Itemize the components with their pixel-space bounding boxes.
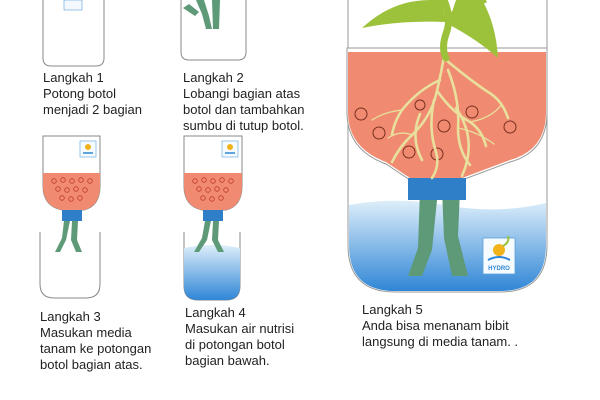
- step3-logo-icon: [79, 140, 97, 158]
- step3-caption: Langkah 3 Masukan media tanam ke potonga…: [40, 309, 151, 373]
- step5-illustration: HYDRO: [346, 0, 548, 293]
- step2-wick: [196, 0, 212, 29]
- step3-growing-media: [43, 173, 100, 210]
- step1-text-line: menjadi 2 bagian: [43, 102, 143, 117]
- step3-media-holes: [51, 177, 93, 202]
- step3-wick: [71, 221, 82, 252]
- step1-text-line: Potong botol: [43, 86, 117, 101]
- step2-text-line: sumbu di tutup botol.: [183, 118, 304, 133]
- step3-bottle-cap: [62, 210, 82, 221]
- step3-illustration: [39, 135, 101, 299]
- step5-wick: [442, 190, 468, 276]
- step4-media-holes: [192, 177, 234, 202]
- step2-caption: Langkah 2 Lobangi bagian atas botol dan …: [183, 70, 304, 134]
- step5-logo-text: HYDRO: [488, 266, 510, 272]
- step5-media-holes: [354, 99, 517, 161]
- step5-growing-media: [348, 52, 546, 178]
- step3-wick: [55, 221, 70, 252]
- step4-logo-icon: [221, 140, 239, 158]
- step5-title: Langkah 5: [362, 302, 423, 317]
- step1-caption: Langkah 1 Potong botol menjadi 2 bagian: [43, 70, 142, 118]
- step2-text-line: Lobangi bagian atas: [183, 86, 301, 101]
- step5-caption: Langkah 5 Anda bisa menanam bibit langsu…: [362, 302, 518, 350]
- step2-illustration: [180, 0, 247, 61]
- step5-plant-root-tips: [371, 103, 503, 145]
- step1-logo-icon: [63, 0, 83, 11]
- step5-plant-branch: [450, 0, 487, 17]
- step2-wick: [212, 0, 220, 29]
- step2-text-line: botol dan tambahkan: [183, 102, 305, 117]
- step2-bottle-part: [180, 0, 247, 61]
- step4-wick: [194, 221, 211, 252]
- step4-text-line: bagian bawah.: [185, 353, 270, 368]
- step4-wick: [212, 221, 224, 252]
- step3-title: Langkah 3: [40, 309, 101, 324]
- step5-plant-leaf: [448, 0, 498, 58]
- step4-nutrient-water: [184, 245, 240, 300]
- step5-plant-leaf: [362, 0, 446, 28]
- step4-title: Langkah 4: [185, 305, 246, 320]
- step5-logo-icon: HYDRO: [482, 235, 516, 275]
- step4-text-line: di potongan botol: [185, 337, 285, 352]
- step1-title: Langkah 1: [43, 70, 104, 85]
- step5-plant-stem: [440, 0, 453, 62]
- step4-text-line: Masukan air nutrisi: [185, 321, 295, 336]
- step4-growing-media: [184, 173, 242, 210]
- step5-text-line: langsung di media tanam. .: [362, 334, 519, 349]
- step3-text-line: botol bagian atas.: [40, 357, 143, 372]
- step2-wick: [183, 4, 199, 16]
- step3-bottle-bottom: [39, 232, 101, 299]
- step3-text-line: tanam ke potongan: [40, 341, 152, 356]
- step1-bottle-part: [42, 0, 105, 67]
- step4-illustration: [183, 135, 243, 301]
- step5-bottle-cap: [408, 178, 466, 200]
- step2-title: Langkah 2: [183, 70, 244, 85]
- step3-text-line: Masukan media: [40, 325, 132, 340]
- step4-caption: Langkah 4 Masukan air nutrisi di potonga…: [185, 305, 294, 369]
- step4-bottle-cap: [203, 210, 223, 221]
- step5-text-line: Anda bisa menanam bibit: [362, 318, 509, 333]
- step1-illustration: [42, 0, 105, 67]
- step5-wick: [408, 190, 438, 276]
